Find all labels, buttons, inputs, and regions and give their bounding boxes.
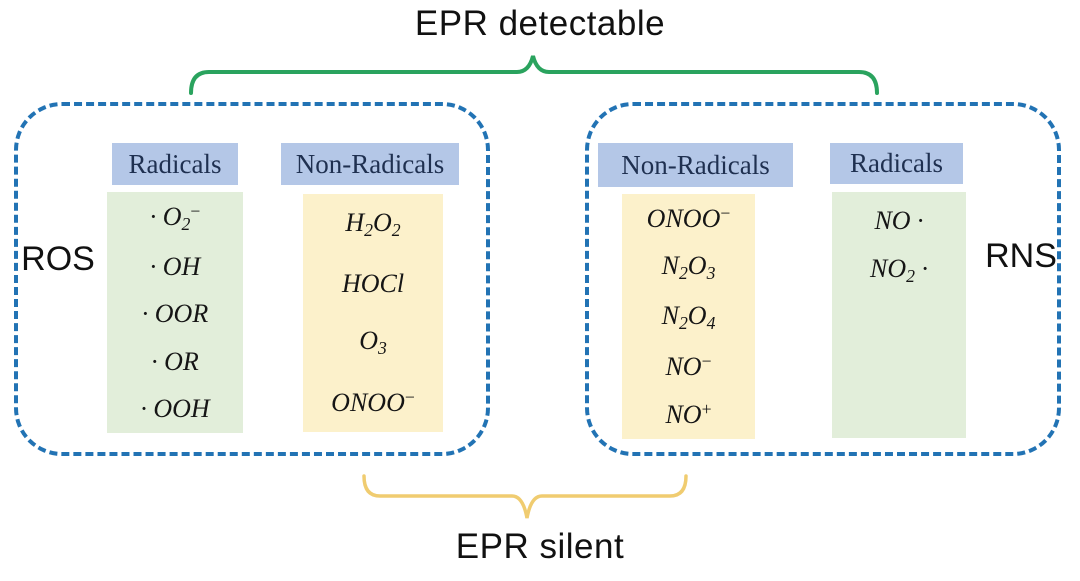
chem-formula: NO2 · [870, 254, 928, 286]
rns-radicals-header: Radicals [830, 143, 963, 184]
chem-formula: NO+ [665, 399, 712, 430]
chem-formula: N2O4 [661, 301, 716, 333]
epr-detectable-brace-path [189, 55, 879, 95]
chem-formula: HOCl [341, 268, 405, 298]
chem-formula: · O2− [149, 200, 201, 234]
rns-nonradicals-header: Non-Radicals [598, 143, 793, 187]
rns-radicals-list: NO · NO2 · [832, 192, 966, 438]
chem-formula: · OH [149, 252, 201, 282]
chem-formula: · OR [151, 346, 199, 376]
epr-detectable-brace [189, 55, 879, 95]
ros-radicals-list: · O2− · OH · OOR · OR · OOH [107, 192, 243, 433]
epr-detectable-title: EPR detectable [414, 4, 666, 43]
chem-formula: NO− [665, 351, 712, 382]
chem-formula: ONOO− [646, 202, 731, 233]
chem-formula: O3 [359, 326, 387, 359]
rns-box [585, 102, 1061, 456]
epr-silent-title: EPR silent [455, 527, 625, 566]
rns-label: RNS [985, 237, 1057, 275]
chem-formula: N2O3 [661, 250, 716, 283]
ros-box [14, 102, 490, 456]
epr-silent-brace [362, 474, 688, 519]
ros-nonradicals-header: Non-Radicals [281, 143, 459, 185]
ros-radicals-header: Radicals [112, 143, 238, 185]
chem-formula: H2O2 [345, 207, 401, 240]
chem-formula: NO · [874, 206, 924, 235]
chem-formula: · OOH [140, 394, 210, 424]
ros-label: ROS [21, 240, 95, 278]
chem-formula: · OOR [141, 299, 209, 329]
chem-formula: ONOO− [331, 387, 415, 418]
epr-silent-brace-path [362, 474, 688, 519]
